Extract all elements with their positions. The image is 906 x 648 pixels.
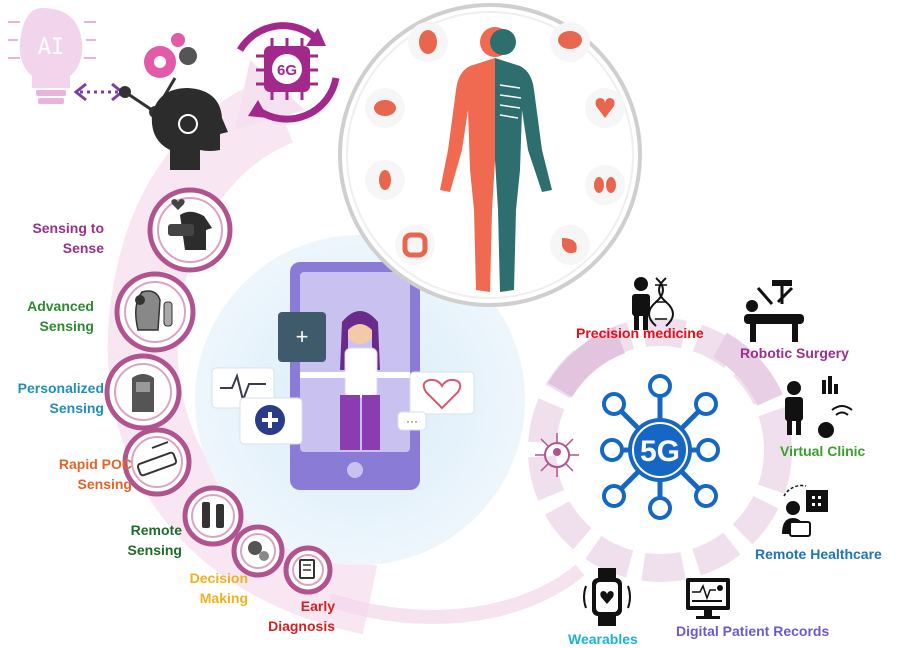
chat-card: ··· [397, 411, 427, 431]
svg-text:···: ··· [406, 414, 418, 428]
plus-card [239, 397, 303, 445]
digital-patient-records-icon [686, 578, 730, 619]
monitor [278, 312, 326, 362]
network-person-icon [535, 433, 579, 477]
tablet: + [278, 262, 420, 490]
6g-label: 6G [277, 62, 297, 79]
anatomy-panel [338, 3, 642, 307]
wearables-label: Wearables [568, 631, 638, 647]
stage-circle-2 [114, 271, 196, 353]
stage-circle-5 [182, 485, 244, 547]
robotic-surgery-icon [744, 280, 804, 342]
dotted-arrow-icon [73, 82, 125, 102]
digital-patient-records-label: Digital Patient Records [676, 623, 830, 639]
wearables-icon [583, 568, 631, 626]
virtual-clinic-label: Virtual Clinic [780, 443, 866, 459]
stage-circle-4 [122, 427, 192, 497]
6g-chip-icon: 6G [236, 22, 340, 123]
hub-ring [528, 318, 792, 582]
svg-text:+: + [296, 324, 309, 349]
ai-label: AI [38, 35, 65, 60]
precision-medicine-label: Precision medicine [576, 325, 704, 341]
head-profile-icon [151, 88, 228, 170]
precision-medicine-icon [632, 277, 674, 330]
5g-label: 5G [640, 435, 680, 468]
remote-healthcare-icon [782, 484, 828, 537]
organ-intestines [395, 225, 435, 265]
stage-circle-1 [147, 187, 233, 273]
stage-circle-3 [104, 353, 182, 431]
bottom-arc [327, 564, 585, 624]
5g-hub-icon: 5G [600, 374, 720, 520]
gears-icon [144, 33, 197, 78]
virtual-clinic-icon [785, 376, 853, 438]
remote-healthcare-label: Remote Healthcare [755, 546, 882, 562]
robotic-surgery-label: Robotic Surgery [740, 345, 849, 361]
body-muscles [440, 58, 495, 292]
stage-circle-7 [283, 545, 333, 595]
organ-kidneys [585, 165, 625, 205]
stage-circle-6 [231, 524, 285, 578]
ai-bulb-icon: AI [8, 8, 96, 104]
heart-card [409, 371, 475, 415]
